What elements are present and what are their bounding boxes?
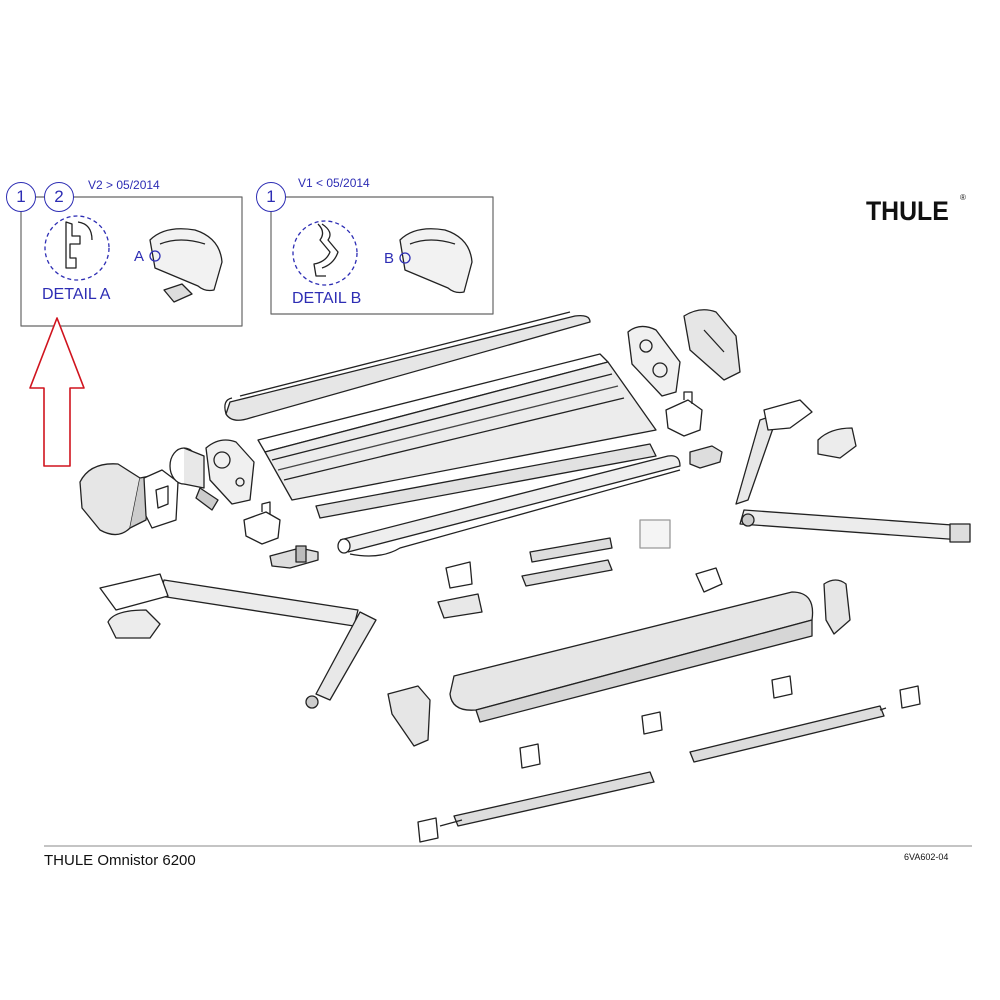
sensor-box [639, 519, 671, 549]
small-brackets [417, 675, 921, 843]
cassette-right-cap [823, 579, 851, 635]
main-profile [257, 353, 657, 501]
right-arm [735, 399, 971, 543]
small-clip-right [695, 567, 723, 593]
inset-b-number-1: 1 [256, 182, 286, 212]
detail-a-endcap [149, 228, 223, 303]
right-end-cover [683, 309, 741, 381]
inset-a-version-label: V2 > 05/2014 [88, 178, 160, 192]
inset-a-number-2: 2 [44, 182, 74, 212]
inset-box-detail-b [270, 196, 494, 315]
cassette-profile [449, 591, 814, 723]
rail-upper [529, 537, 613, 563]
inset-b-version-label: V1 < 05/2014 [298, 176, 370, 190]
rail-lower [521, 559, 613, 587]
right-coupling [689, 445, 723, 469]
inset-box-detail-a [20, 196, 243, 327]
detail-a-callout-letter: A [134, 248, 145, 265]
lead-bar [315, 443, 657, 519]
detail-b-callout-letter: B [384, 250, 395, 267]
bottom-rail-back [689, 705, 887, 763]
right-arm-cap [817, 427, 857, 459]
right-gear-housing [627, 325, 681, 397]
cassette-left-cap [387, 685, 431, 747]
spring-hub [169, 447, 219, 511]
detail-b-endcap [399, 228, 473, 294]
left-bracket [143, 469, 179, 529]
left-arm [99, 573, 377, 709]
left-gear-housing [205, 439, 255, 505]
footer-title: THULE Omnistor 6200 [44, 852, 196, 869]
inset-a-number-1: 1 [6, 182, 36, 212]
front-cover-profile [224, 311, 591, 421]
detail-b-label: DETAIL B [292, 290, 362, 307]
footer-drawing-code: 6VA602-04 [904, 852, 949, 862]
left-clip [243, 501, 281, 545]
registered-mark: ® [960, 193, 966, 202]
detail-a-label: DETAIL A [42, 286, 111, 303]
left-arm-cap [107, 609, 161, 639]
left-end-cover [79, 463, 151, 536]
bottom-rail-front [439, 771, 655, 827]
center-bracket [437, 561, 483, 619]
red-up-arrow [29, 317, 85, 467]
thule-logo: THULE [866, 196, 949, 226]
right-clip [665, 391, 703, 437]
detail-a-circle [44, 215, 110, 281]
left-coupling [269, 545, 319, 569]
detail-b-circle [292, 220, 358, 286]
roller-tube [337, 455, 681, 557]
